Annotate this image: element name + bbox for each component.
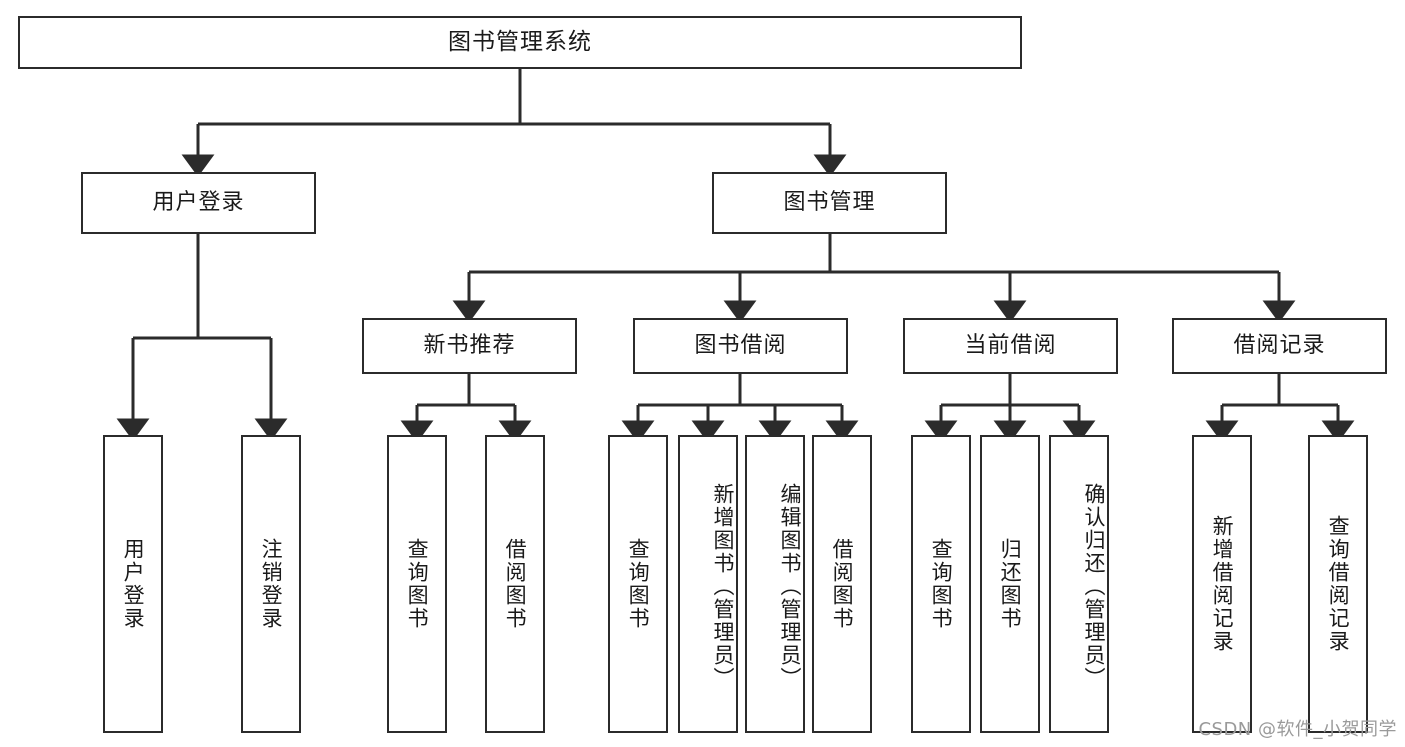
node-leaf-borrow-book-2[interactable]: 借阅图书 [812,435,872,733]
node-leaf-query-book-2[interactable]: 查询图书 [608,435,668,733]
node-label: 用户登录 [152,189,245,215]
node-label: 用户登录 [121,538,146,630]
node-leaf-user-login[interactable]: 用户登录 [103,435,163,733]
node-label: 图书管理 [783,189,876,215]
node-label: 确认归还（管理员） [1082,482,1106,690]
node-leaf-borrow-book-1[interactable]: 借阅图书 [485,435,545,733]
node-label: 当前借阅 [964,332,1057,358]
node-book-borrow[interactable]: 图书借阅 [633,318,848,374]
node-borrow-record[interactable]: 借阅记录 [1172,318,1387,374]
node-label: 图书借阅 [694,332,787,358]
node-label: 新增图书（管理员） [711,482,735,690]
node-leaf-query-book-1[interactable]: 查询图书 [387,435,447,733]
node-label: 编辑图书（管理员） [778,482,802,690]
node-label: 借阅记录 [1233,332,1326,358]
node-current-borrow[interactable]: 当前借阅 [903,318,1118,374]
csdn-watermark: CSDN @软件_小贺同学 [1198,719,1397,740]
node-label: 归还图书 [998,538,1023,630]
node-leaf-return-book[interactable]: 归还图书 [980,435,1040,733]
node-root-system[interactable]: 图书管理系统 [18,16,1022,69]
node-label: 注销登录 [259,538,284,630]
node-leaf-add-book[interactable]: 新增图书（管理员） [678,435,738,733]
node-label: 查询借阅记录 [1326,515,1351,653]
node-label: 查询图书 [929,538,954,630]
node-book-manage[interactable]: 图书管理 [712,172,947,234]
node-leaf-confirm-return[interactable]: 确认归还（管理员） [1049,435,1109,733]
node-user-login[interactable]: 用户登录 [81,172,316,234]
node-leaf-query-book-3[interactable]: 查询图书 [911,435,971,733]
node-label: 图书管理系统 [448,28,592,55]
node-leaf-add-borrow-record[interactable]: 新增借阅记录 [1192,435,1252,733]
node-label: 新增借阅记录 [1210,515,1235,653]
node-new-book-recommend[interactable]: 新书推荐 [362,318,577,374]
node-label: 借阅图书 [830,538,855,630]
node-leaf-query-borrow-record[interactable]: 查询借阅记录 [1308,435,1368,733]
node-leaf-edit-book[interactable]: 编辑图书（管理员） [745,435,805,733]
node-leaf-user-logout[interactable]: 注销登录 [241,435,301,733]
node-label: 借阅图书 [503,538,528,630]
node-label: 查询图书 [626,538,651,630]
node-label: 新书推荐 [423,332,516,358]
node-label: 查询图书 [405,538,430,630]
